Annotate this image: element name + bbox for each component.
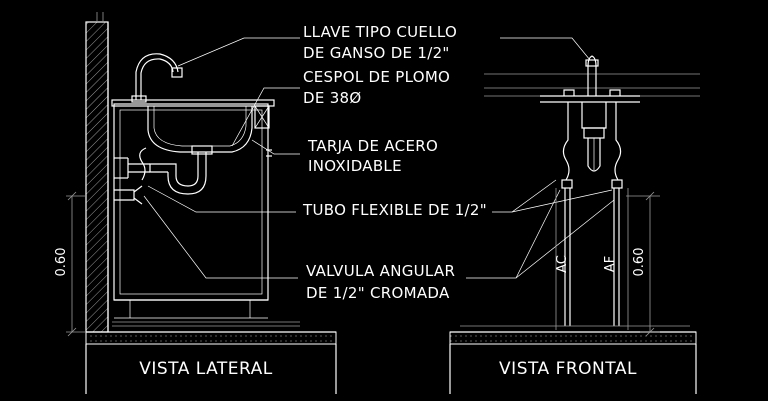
dimension-side: 0.60 (54, 248, 69, 277)
label-sink: TARJA DE ACERO (307, 137, 438, 155)
label-faucet-size: DE GANSO DE 1/2" (303, 44, 450, 62)
countertop (111, 99, 275, 107)
label-valve: VALVULA ANGULAR (306, 262, 455, 280)
trap-front (581, 102, 607, 129)
title-front-view: VISTA FRONTAL (499, 359, 637, 379)
front-view: AC AF 0.60 (449, 55, 700, 345)
label-faucet: LLAVE TIPO CUELLO (303, 23, 457, 41)
title-side-view: VISTA LATERAL (139, 359, 273, 379)
gooseneck-faucet-side (135, 53, 179, 100)
label-sink-material: INOXIDABLE (308, 157, 402, 175)
floor-front (449, 331, 697, 345)
label-valve-size: DE 1/2" CROMADA (306, 284, 450, 302)
trap-side (167, 166, 207, 195)
hose-cold-front (562, 102, 570, 181)
pipe-hot-label: AF (603, 256, 618, 272)
label-trap: CESPOL DE PLOMO (303, 68, 450, 86)
floor-side (85, 331, 337, 345)
wall (85, 21, 109, 333)
side-view: 0.60 (54, 12, 337, 345)
cabinet (113, 103, 269, 301)
view-titles: VISTA LATERAL VISTA FRONTAL (85, 344, 697, 394)
pipe-cold-label: AC (555, 255, 570, 273)
dimension-front: 0.60 (632, 248, 647, 277)
sink-bowl-side (147, 106, 253, 153)
angle-valve-side (114, 189, 135, 201)
callouts: LLAVE TIPO CUELLO DE GANSO DE 1/2" CESPO… (302, 23, 487, 302)
label-hose: TUBO FLEXIBLE DE 1/2" (302, 201, 487, 219)
hose-hot-front (614, 102, 622, 181)
faucet-front (587, 55, 597, 96)
label-trap-size: DE 38Ø (303, 89, 362, 107)
